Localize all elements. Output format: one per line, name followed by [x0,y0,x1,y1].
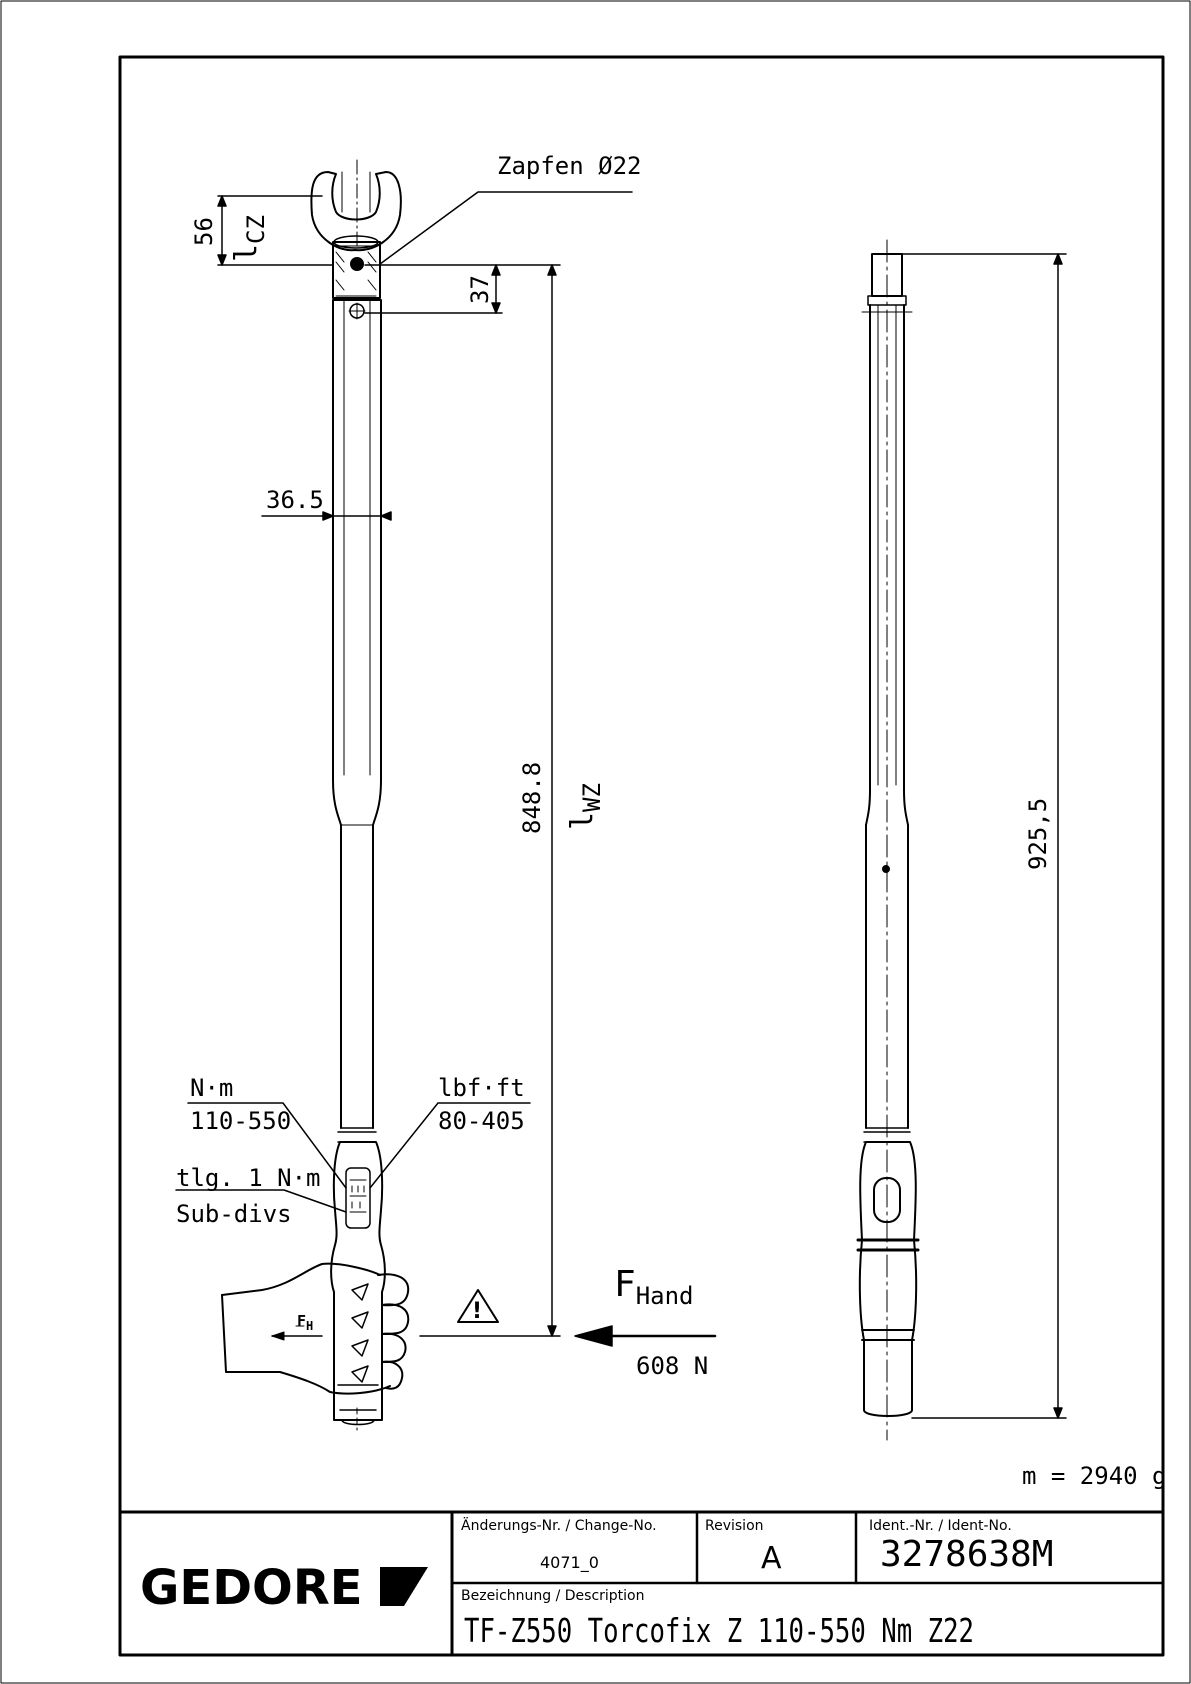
lower-tube [340,824,374,1129]
title-block [118,1510,1165,1657]
dim-width: 36.5 [266,486,324,514]
finger-3 [381,1332,407,1363]
dim-pin-offset: 37 [466,275,494,304]
ident-label: Ident.-Nr. / Ident-No. [869,1518,1012,1534]
description-label: Bezeichnung / Description [461,1588,645,1604]
ident-value: 3278638M [880,1534,1053,1575]
dim-total-length: 925,5 [1024,798,1052,870]
pin-label: Zapfen Ø22 [497,152,642,180]
scale-nm-range: 110-550 [190,1107,291,1135]
open-end-head [310,171,402,252]
side-handle [858,1141,918,1417]
finger-4 [381,1360,404,1390]
finger-2 [381,1303,410,1335]
svg-text:FHand: FHand [614,1264,693,1310]
force-symbol: FHand [614,1264,693,1310]
scale-nm-unit: N·m [190,1074,233,1102]
drawing-frame [118,55,1165,1657]
wrench-side-view [856,239,920,1441]
svg-text:lWZ: lWZ [565,783,606,830]
brand-logo: GEDORE [140,1560,363,1616]
side-view-dimensions [901,253,1067,1419]
upper-tube [332,299,382,781]
handle-body [330,1141,386,1421]
warning-icon: ! [472,1299,482,1324]
scale-lbf-unit: lbf·ft [438,1074,525,1102]
front-view-dimensions [175,191,717,1347]
svg-text:FH: FH [297,1312,313,1333]
dim-length-symbol: lWZ [565,783,606,830]
hand-force-symbol: FH [297,1312,313,1333]
change-label: Änderungs-Nr. / Change-No. [461,1516,657,1534]
dim-effective-length: 848.8 [518,762,546,834]
subdiv-label-en: Sub-divs [176,1200,292,1228]
scale-lbf-range: 80-405 [438,1107,525,1135]
dim-head-height: 56 [190,217,218,246]
mass-label: m = 2940 g [1022,1462,1167,1490]
force-value: 608 N [636,1352,708,1380]
wrench-front-view [310,159,402,1431]
brand-logo-mark [380,1567,428,1606]
subdiv-label-de: tlg. 1 N·m [176,1164,321,1192]
dim-head-symbol: lCZ [229,215,270,262]
warning-triangle [457,1289,499,1323]
hand-illustration [221,1262,410,1395]
svg-text:lCZ: lCZ [229,215,270,262]
description-value: TF-Z550 Torcofix Z 110-550 Nm Z22 [464,1611,974,1650]
revision-value: A [761,1541,782,1576]
change-value: 4071_0 [540,1553,599,1573]
revision-label: Revision [705,1518,764,1534]
